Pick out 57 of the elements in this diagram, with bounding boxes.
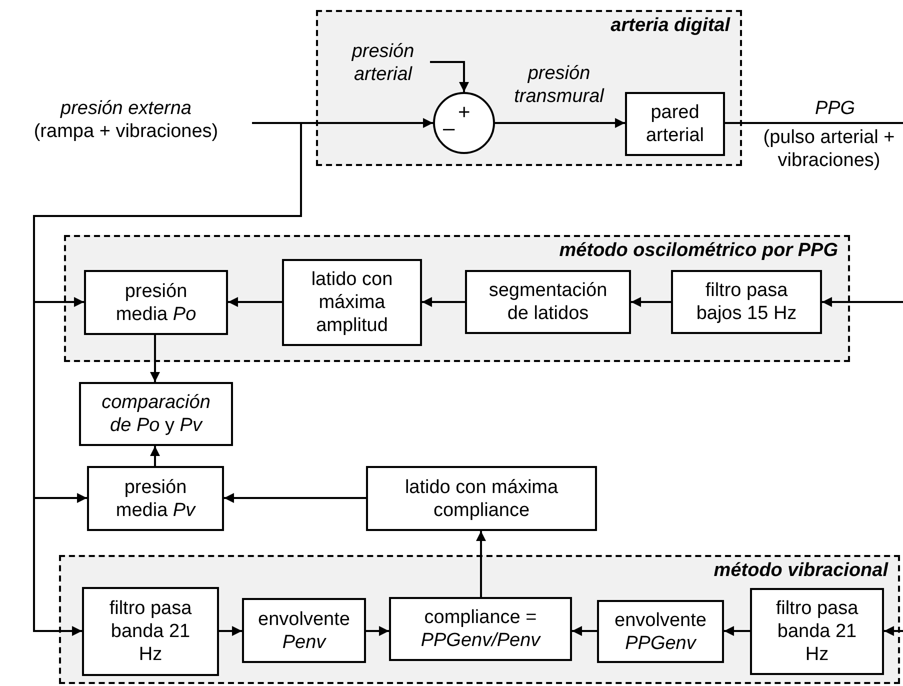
box-text: segmentación de latidos [488, 279, 608, 325]
arrow [822, 297, 903, 307]
arrow [33, 122, 302, 636]
group-title: método oscilométrico por PPG [559, 239, 838, 262]
edge-label: presión transmural [513, 62, 606, 108]
arrow [430, 61, 469, 92]
arrow [884, 626, 903, 636]
box-text: latido con máxima compliance [404, 476, 560, 522]
signal-note: (pulso arterial + vibraciones) [762, 126, 896, 172]
process-box [389, 597, 572, 661]
process-box [465, 270, 631, 334]
arrow [219, 626, 242, 636]
process-box [671, 270, 822, 334]
arrow [631, 297, 671, 307]
box-text: filtro pasa banda 21 Hz [108, 597, 193, 666]
box-text: presión media Pv [114, 476, 197, 522]
box-text: filtro pasa bajos 15 Hz [695, 279, 798, 325]
box-text: comparación de Po y Pv [100, 391, 212, 437]
sign-symbol: + [458, 102, 470, 123]
process-box [366, 466, 597, 531]
process-box [82, 587, 219, 676]
box-text: envolvente PPGenv [614, 608, 708, 654]
arrow [422, 297, 465, 307]
box-text: compliance = PPGenv/Penv [420, 606, 542, 652]
signal-label: presión arterial [350, 40, 416, 86]
signal-label: (rampa + vibraciones) [34, 120, 218, 143]
process-box [750, 588, 884, 675]
box-text: envolvente Penv [257, 608, 351, 654]
process-box [242, 598, 366, 663]
arrow [476, 531, 486, 597]
group-frame [64, 235, 850, 362]
process-box [597, 600, 724, 663]
summing-junction [433, 92, 495, 154]
edge-label: PPG [814, 97, 856, 120]
box-text: latido con máxima amplitud [310, 268, 394, 337]
arrow [150, 335, 160, 382]
arrow [495, 118, 625, 128]
group-frame [316, 10, 742, 166]
process-box [87, 466, 224, 531]
box-text: presión media Po [114, 280, 198, 326]
process-box [79, 382, 233, 446]
group-frame [59, 555, 900, 684]
arrow [572, 626, 597, 636]
group-title: método vibracional [714, 559, 888, 582]
arrow [150, 446, 160, 466]
arrow [724, 626, 750, 636]
process-box [625, 92, 725, 156]
process-box [84, 270, 228, 335]
group-title: arteria digital [610, 14, 730, 37]
arrow [366, 626, 389, 636]
process-box [282, 259, 422, 346]
arrow [224, 493, 366, 503]
box-text: filtro pasa banda 21 Hz [774, 597, 860, 666]
signal-label: presión externa [60, 97, 192, 120]
sign-symbol: – [443, 118, 455, 139]
arrow [228, 297, 282, 307]
box-text: pared arterial [644, 101, 706, 147]
